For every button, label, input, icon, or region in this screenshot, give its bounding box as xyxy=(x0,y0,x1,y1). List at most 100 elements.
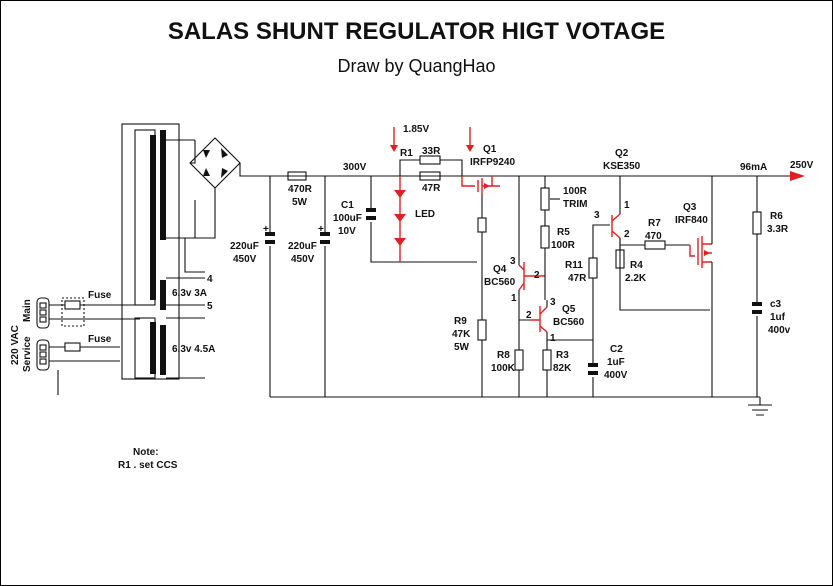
hv-leads xyxy=(166,139,195,239)
transformer-frame xyxy=(121,123,180,380)
bridge-ac-leads xyxy=(190,140,216,239)
v185-label: 1.85V xyxy=(403,124,429,135)
r7-value: 470 xyxy=(645,231,662,242)
transformer: 4 5 6.3v 3A 6.3v 4.5A xyxy=(121,123,215,380)
q2-pin1: 1 xyxy=(624,200,630,211)
c-left-plate-2 xyxy=(265,240,275,244)
c-left-value: 220uF xyxy=(230,241,259,252)
q2-leads xyxy=(619,176,710,311)
q2-pin2: 2 xyxy=(624,229,630,240)
service-pin-3 xyxy=(39,358,47,365)
r11-value: 47R xyxy=(568,273,587,284)
current-label: 96mA xyxy=(740,162,767,173)
filter: + 220uF 450V 470R 5W + 220uF 450V xyxy=(230,171,330,397)
r6-body xyxy=(752,211,762,235)
r7-body xyxy=(644,240,666,250)
output: 96mA 250V R6 3.3R c3 1uf 400v xyxy=(740,160,814,397)
diagram-title: SALAS SHUNT REGULATOR HIGT VOTAGE xyxy=(167,18,666,45)
r9-power: 5W xyxy=(454,342,470,353)
q3-arrow xyxy=(704,250,710,256)
q1-symbol xyxy=(461,176,500,194)
r6-value: 3.3R xyxy=(767,224,789,235)
q3-part: IRF840 xyxy=(675,215,708,226)
rails xyxy=(270,171,805,416)
q4-pin2: 2 xyxy=(534,270,540,281)
r3-name: R3 xyxy=(556,350,569,361)
q3-symbol xyxy=(689,236,712,268)
r8-name: R8 xyxy=(497,350,510,361)
fuse2-body xyxy=(64,342,81,352)
q3-name: Q3 xyxy=(683,202,697,213)
r47-value: 47R xyxy=(422,183,441,194)
winding-primary-1 xyxy=(150,135,156,300)
q2-name: Q2 xyxy=(615,148,629,159)
trim-value: 100R xyxy=(563,186,588,197)
note-text: R1 . set CCS xyxy=(118,460,178,471)
r5-value: 100R xyxy=(551,240,576,251)
heater-leads xyxy=(166,277,205,379)
led-1 xyxy=(394,190,406,198)
diode-3 xyxy=(203,168,210,176)
shunt-stage: Q2 KSE350 1 3 2 R4 2.2K R7 470 Q3 IRF840 xyxy=(594,148,713,397)
q4-pin1: 1 xyxy=(511,293,517,304)
main-pin-2 xyxy=(39,309,47,316)
c1-leads xyxy=(370,176,477,263)
winding-63-45a xyxy=(160,325,166,375)
r-470-body xyxy=(287,171,307,181)
led-3 xyxy=(394,238,406,246)
r9-value: 47K xyxy=(452,329,471,340)
pin5-label: 5 xyxy=(207,301,213,312)
q5-pin3: 3 xyxy=(550,297,556,308)
r5-body xyxy=(540,225,550,249)
r11-name: R11 xyxy=(565,260,583,271)
q1-arrow xyxy=(484,183,490,189)
bridge-outline xyxy=(189,137,241,189)
c2-name: C2 xyxy=(610,344,623,355)
winding-hv xyxy=(160,130,166,240)
r3-body xyxy=(542,349,552,371)
r9-name: R9 xyxy=(454,316,467,327)
c2-voltage: 400V xyxy=(604,370,628,381)
main-pin-3 xyxy=(39,316,47,323)
q5-pin1: 1 xyxy=(550,333,556,344)
probe-left-tip xyxy=(390,145,398,152)
q4-symbol xyxy=(518,262,545,291)
c-right-voltage: 450V xyxy=(291,254,315,265)
service-connector xyxy=(36,339,50,371)
heater1-label: 6.3v 3A xyxy=(172,288,207,299)
main-pin-1 xyxy=(39,302,47,309)
bridge-plus-lead xyxy=(239,163,270,177)
c-left-plate-1 xyxy=(265,232,275,236)
winding-63-3a xyxy=(160,280,166,310)
r8-value: 100K xyxy=(491,363,516,374)
bridge-rectifier xyxy=(189,137,270,239)
diode-1 xyxy=(203,150,210,158)
output-arrow xyxy=(790,171,805,181)
service-pin-1 xyxy=(39,344,47,351)
c-right-value: 220uF xyxy=(288,241,317,252)
fuse2-label: Fuse xyxy=(88,334,112,345)
c3-value: 1uf xyxy=(770,312,786,323)
r47-body xyxy=(419,171,441,181)
c-right-plus: + xyxy=(318,224,324,235)
r4-body xyxy=(615,249,625,269)
r-470-name: 470R xyxy=(288,184,313,195)
trim-label: TRIM xyxy=(563,199,587,210)
c1-voltage: 10V xyxy=(338,226,356,237)
diagram-subtitle: Draw by QuangHao xyxy=(337,56,496,76)
c2-value: 1uF xyxy=(607,357,625,368)
q4-pin3: 3 xyxy=(510,256,516,267)
winding-primary-2 xyxy=(150,322,156,374)
c1-plate-2 xyxy=(366,216,376,220)
q5-leads xyxy=(519,300,548,397)
fuse1-body xyxy=(64,300,81,310)
c-right-plate-2 xyxy=(320,240,330,244)
tap-lead xyxy=(184,238,205,273)
probe-right-tip xyxy=(466,145,474,152)
pin4-label: 4 xyxy=(207,274,213,285)
q2-symbol xyxy=(611,213,621,239)
q1-gate-stopper xyxy=(477,217,487,233)
r1-leads xyxy=(399,159,463,176)
ccs: 300V 1.85V C1 100uF 10V R1 33R 47R LED Q… xyxy=(333,124,515,397)
